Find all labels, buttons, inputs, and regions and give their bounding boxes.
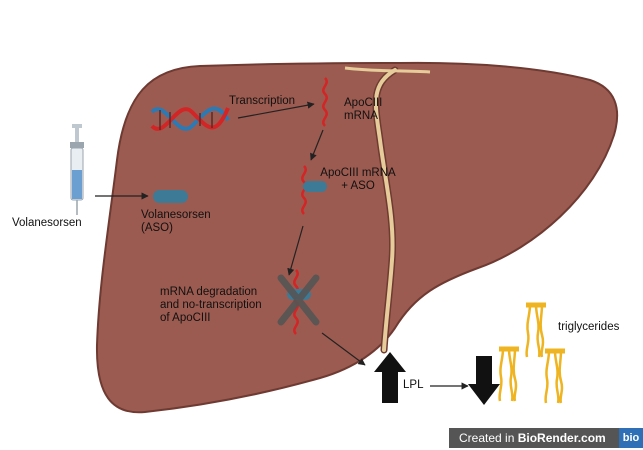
watermark-brand: BioRender.com	[517, 431, 606, 445]
watermark-prefix: Created in	[459, 431, 518, 445]
triglyceride-icon	[498, 346, 519, 402]
aso-capsule-icon	[153, 190, 188, 203]
aso-capsule-icon	[303, 181, 327, 192]
biorender-logo-icon: bio	[619, 428, 643, 448]
pathway-arrows	[95, 101, 469, 390]
liver-icon	[95, 61, 619, 414]
label-apociii-mrna: ApoCIII mRNA	[344, 97, 383, 122]
label-transcription: Transcription	[229, 95, 296, 107]
dna-icon	[150, 106, 230, 131]
watermark-text: Created in BioRender.com	[449, 428, 619, 448]
triglyceride-icon	[544, 348, 565, 404]
syringe-icon	[70, 124, 84, 215]
label-volanesorsen: Volanesorsen	[12, 217, 82, 229]
falciform-ligament	[373, 68, 397, 352]
down-arrow-icon	[468, 356, 500, 405]
biorender-watermark: Created in BioRender.com bio	[449, 428, 643, 448]
cross-icon	[277, 274, 320, 326]
label-lpl: LPL	[403, 379, 424, 391]
label-volanesorsen-aso: Volanesorsen (ASO)	[141, 209, 211, 234]
rna-strand-icon	[301, 165, 307, 215]
label-apociii-mrna-aso: ApoCIII mRNA + ASO	[320, 167, 396, 192]
triglyceride-icon	[525, 302, 546, 358]
rna-strand-icon	[322, 77, 328, 127]
up-arrow-icon	[374, 352, 406, 403]
label-triglycerides: triglycerides	[558, 321, 620, 333]
label-mrna-degradation: mRNA degradation and no-transcription of…	[160, 286, 262, 324]
